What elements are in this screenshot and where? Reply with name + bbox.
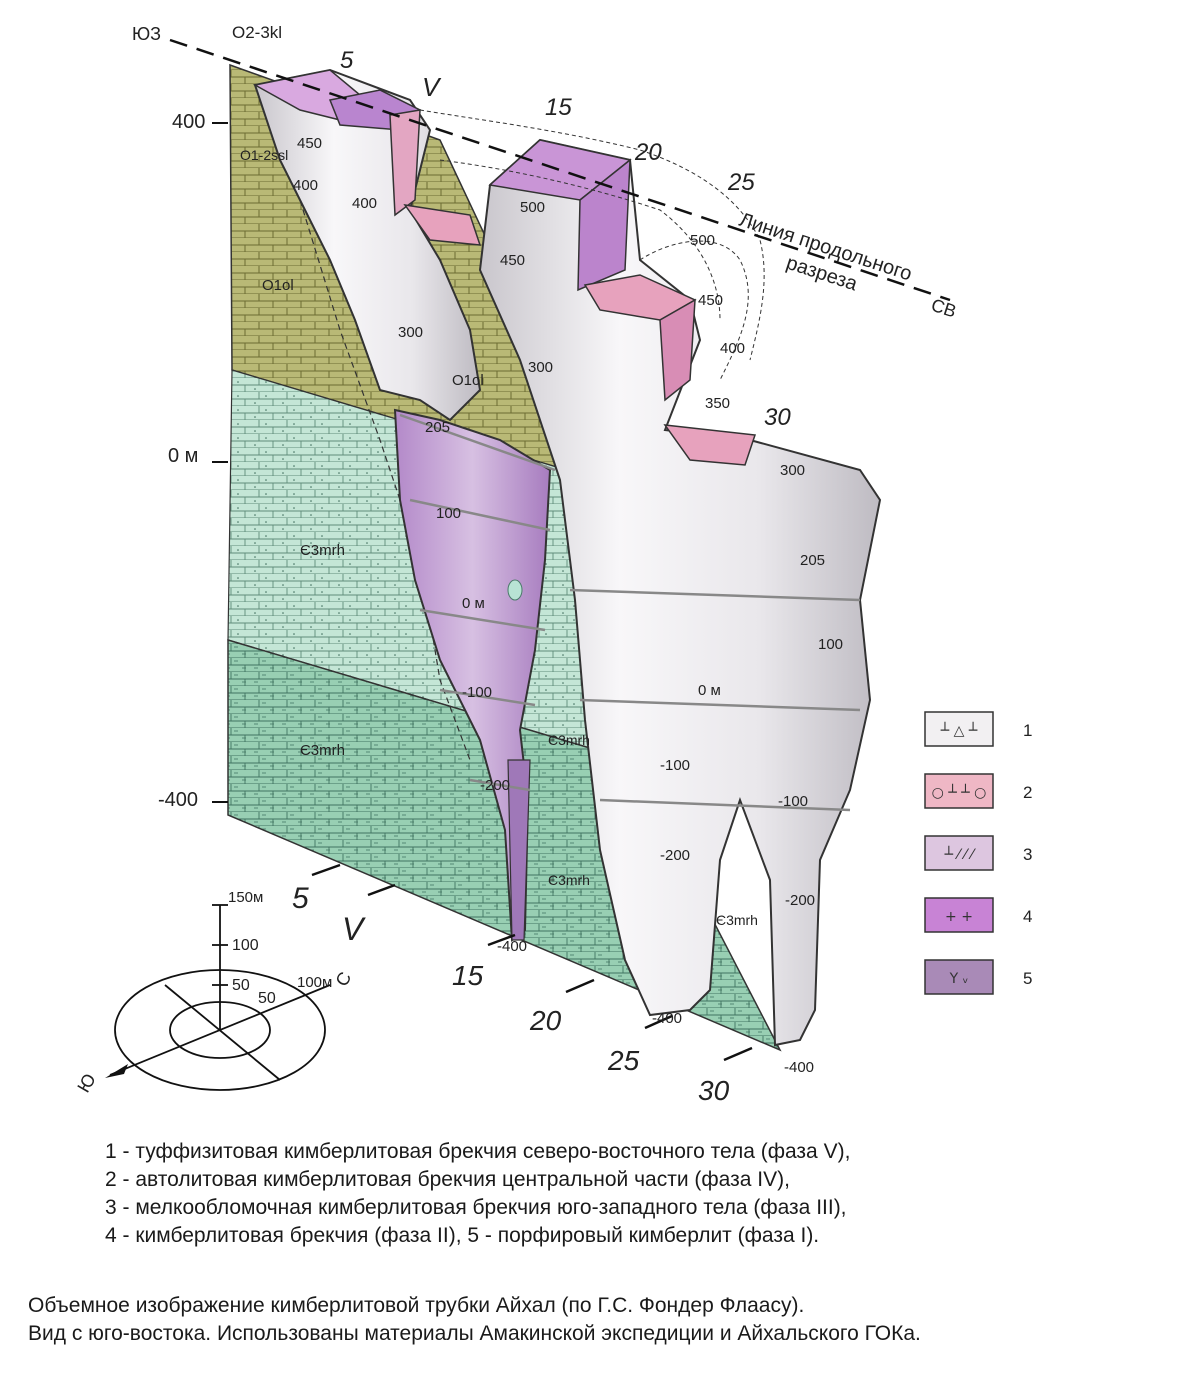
svg-text:450: 450 — [297, 135, 322, 152]
elevation-0: 0 м — [168, 445, 198, 467]
kimberlite-pipe-diagram: ┴ △ ┴ 1 ○ ┴ ┴ ○ 2 ┴ ⁄ ⁄ ⁄ 3 + + 4 Y ᵥ 5 ЮЗ O2-3kl… — [73, 23, 1032, 1106]
caption-line-2: Вид с юго-востока. Использованы материал… — [28, 1322, 921, 1345]
svg-text:400: 400 — [293, 177, 318, 194]
formation-mrh-right1: Є3mrh — [548, 732, 590, 748]
section-15-bottom: 15 — [452, 960, 484, 991]
section-20-bottom: 20 — [529, 1005, 562, 1036]
svg-text:100: 100 — [818, 636, 843, 653]
section-20-top: 20 — [634, 139, 662, 166]
svg-text:450: 450 — [698, 292, 723, 309]
section-25-top: 25 — [727, 169, 755, 196]
svg-text:0 м: 0 м — [698, 682, 721, 699]
formation-ol-upper: O1ol — [262, 277, 294, 294]
compass-north: С — [331, 968, 355, 989]
svg-text:400: 400 — [720, 340, 745, 357]
legend-symbol-4: + + — [945, 909, 973, 925]
formation-mrh-right3: Є3mrh — [716, 912, 758, 928]
legend-line-3: 3 - мелкообломочная кимберлитовая брекчи… — [105, 1196, 847, 1219]
caption-line-1: Объемное изображение кимберлитовой трубк… — [28, 1294, 805, 1317]
elevation-ticks — [212, 122, 228, 803]
scale-150: 150м — [228, 889, 263, 906]
legend-text: 1 - туффизитовая кимберлитовая брекчия с… — [105, 1138, 1105, 1250]
svg-text:500: 500 — [690, 232, 715, 249]
legend-symbol-5: Y ᵥ — [949, 971, 969, 987]
legend-symbol-1: ┴ △ ┴ — [940, 722, 978, 739]
svg-text:400: 400 — [352, 195, 377, 212]
compass-ne: СВ — [929, 295, 959, 322]
scale-compass — [109, 904, 331, 1091]
legend-swatch-2 — [924, 773, 994, 809]
compass-south: Ю — [73, 1070, 99, 1096]
section-v-top: V — [422, 72, 442, 102]
legend: ┴ △ ┴ 1 ○ ┴ ┴ ○ 2 ┴ ⁄ ⁄ ⁄ 3 + + 4 Y ᵥ 5 — [924, 711, 1032, 995]
section-5-top: 5 — [340, 47, 354, 74]
svg-text:-400: -400 — [652, 1010, 682, 1027]
svg-text:-100: -100 — [660, 757, 690, 774]
section-30-top: 30 — [764, 404, 791, 431]
top-blocks — [252, 69, 757, 466]
section-5-bottom: 5 — [292, 882, 309, 915]
legend-number-5: 5 — [1023, 969, 1032, 988]
top-formation-label: O2-3kl — [232, 23, 282, 42]
surface-contours — [419, 109, 765, 381]
xenolith — [507, 579, 523, 601]
svg-text:205: 205 — [425, 419, 450, 436]
svg-text:100: 100 — [436, 505, 461, 522]
profile-line — [169, 38, 951, 302]
compass-sw: ЮЗ — [132, 24, 161, 44]
legend-number-1: 1 — [1023, 721, 1032, 740]
scale-50: 50 — [232, 977, 250, 994]
section-v-bottom: V — [342, 911, 366, 947]
legend-number-2: 2 — [1023, 783, 1032, 802]
legend-symbol-2: ○ ┴ ┴ ○ — [932, 784, 987, 801]
legend-line-4: 4 - кимберлитовая брекчия (фаза II), 5 -… — [105, 1224, 820, 1247]
section-bottom-ticks — [311, 863, 753, 1062]
legend-swatch-1 — [924, 711, 994, 747]
legend-symbol-3: ┴ ⁄ ⁄ ⁄ — [944, 846, 976, 863]
elevation-minus-400: -400 — [158, 789, 198, 811]
svg-text:-200: -200 — [785, 892, 815, 909]
scale-radial-100: 100м — [297, 974, 332, 991]
svg-text:-200: -200 — [660, 847, 690, 864]
scale-radial-50: 50 — [258, 990, 276, 1007]
svg-text:300: 300 — [780, 462, 805, 479]
figure-caption: Объемное изображение кимберлитовой трубк… — [28, 1292, 1188, 1348]
south-arrow-icon — [105, 1064, 128, 1078]
legend-number-4: 4 — [1023, 907, 1032, 926]
formation-mrh-upper: Є3mrh — [300, 542, 345, 559]
formation-mrh-right2: Є3mrh — [548, 872, 590, 888]
legend-line-1: 1 - туффизитовая кимберлитовая брекчия с… — [105, 1140, 851, 1163]
legend-swatch-5 — [924, 959, 994, 995]
svg-text:350: 350 — [705, 395, 730, 412]
svg-text:-100: -100 — [778, 793, 808, 810]
legend-swatch-4 — [924, 897, 994, 933]
elevation-400: 400 — [172, 111, 205, 133]
scale-100: 100 — [232, 937, 259, 954]
formation-ol-middle: O1ol — [452, 372, 484, 389]
formation-mrh-lower: Є3mrh — [300, 742, 345, 759]
dyke-phase-one — [507, 759, 531, 941]
section-25-bottom: 25 — [607, 1045, 640, 1076]
legend-line-2: 2 - автолитовая кимберлитовая брекчия це… — [105, 1168, 790, 1191]
legend-number-3: 3 — [1023, 845, 1032, 864]
svg-text:300: 300 — [398, 324, 423, 341]
legend-swatch-3 — [924, 835, 994, 871]
section-30-bottom: 30 — [698, 1075, 730, 1106]
svg-text:-400: -400 — [497, 938, 527, 955]
svg-text:300: 300 — [528, 359, 553, 376]
section-15-top: 15 — [545, 94, 572, 121]
depth-bands — [399, 413, 861, 812]
faulted-boundary — [299, 199, 471, 761]
svg-text:-100: -100 — [462, 684, 492, 701]
svg-text:205: 205 — [800, 552, 825, 569]
svg-text:-200: -200 — [480, 777, 510, 794]
formation-ssl: O1-2ssl — [240, 147, 288, 163]
svg-text:-400: -400 — [784, 1059, 814, 1076]
svg-text:0 м: 0 м — [462, 595, 485, 612]
svg-text:500: 500 — [520, 199, 545, 216]
svg-text:450: 450 — [500, 252, 525, 269]
northeast-kimberlite-body — [478, 138, 882, 1047]
